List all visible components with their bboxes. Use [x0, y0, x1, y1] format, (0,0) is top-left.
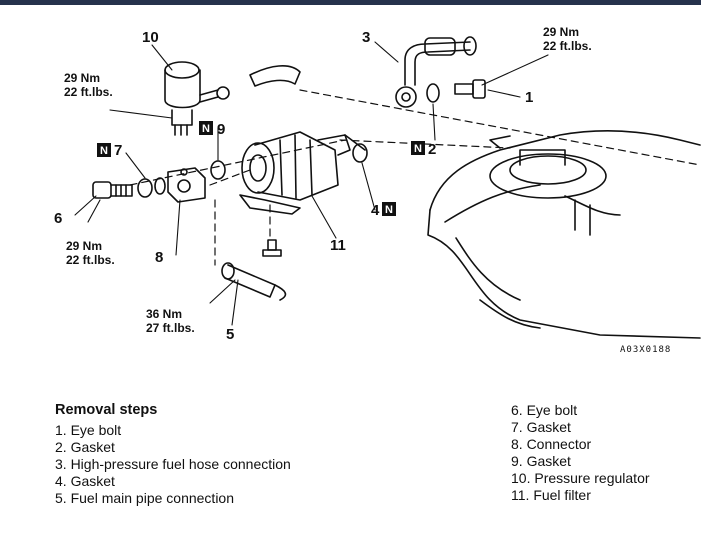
- step-item: 4. Gasket: [55, 473, 115, 489]
- n-marker: N: [414, 143, 422, 155]
- connector-8: [167, 167, 206, 203]
- removal-steps-left: Removal steps 1. Eye bolt 2. Gasket 3. H…: [55, 402, 291, 507]
- step-item: 11. Fuel filter: [511, 487, 591, 503]
- removal-steps-right: 6. Eye bolt 7. Gasket 8. Connector 9. Ga…: [511, 402, 650, 504]
- fuel-tank: [427, 130, 701, 339]
- n-marker: N: [202, 123, 210, 135]
- callout-numbers: 1 2 3 4 5 6 7 8 9 10 11: [54, 29, 533, 343]
- pressure-regulator: [164, 61, 301, 136]
- leader-lines: [74, 41, 549, 326]
- n-marker: N: [385, 204, 393, 216]
- torque-ftlb-1: 22 ft.lbs.: [543, 39, 592, 53]
- fuel-filter: [239, 131, 366, 215]
- callout-2: 2: [428, 141, 436, 158]
- callout-11: 11: [330, 237, 346, 254]
- torque-nm-5: 36 Nm: [146, 307, 182, 321]
- step-item: 2. Gasket: [55, 439, 115, 455]
- step-item: 6. Eye bolt: [511, 402, 578, 418]
- gasket-2: [426, 83, 440, 103]
- eye-bolt-6: [92, 181, 133, 199]
- step-item: 9. Gasket: [511, 453, 571, 469]
- callout-1: 1: [525, 89, 533, 106]
- torque-nm-10: 29 Nm: [64, 71, 100, 85]
- step-item: 7. Gasket: [511, 419, 571, 435]
- torque-nm-6: 29 Nm: [66, 239, 102, 253]
- step-item: 5. Fuel main pipe connection: [55, 490, 234, 506]
- callout-5: 5: [226, 326, 234, 343]
- top-border-bar: [0, 0, 701, 5]
- n-marker-group: N N N N: [97, 121, 425, 216]
- torque-ftlb-5: 27 ft.lbs.: [146, 321, 195, 335]
- callout-6: 6: [54, 210, 62, 227]
- assembly-dashed-lines: [129, 89, 701, 266]
- eye-bolt-1: [454, 79, 486, 99]
- torque-nm-1: 29 Nm: [543, 25, 579, 39]
- removal-steps-title: Removal steps: [55, 402, 158, 418]
- callout-10: 10: [142, 29, 159, 46]
- n-marker: N: [100, 145, 108, 157]
- mounting-bolt: [262, 239, 282, 257]
- step-item: 8. Connector: [511, 436, 592, 452]
- callout-7: 7: [114, 142, 122, 159]
- exploded-diagram: N N N N 1 2 3 4 5 6 7 8 9 10 11 29 Nm 22…: [54, 25, 701, 355]
- callout-8: 8: [155, 249, 163, 266]
- step-item: 10. Pressure regulator: [511, 470, 650, 486]
- callout-3: 3: [362, 29, 370, 46]
- torque-specs: 29 Nm 22 ft.lbs. 29 Nm 22 ft.lbs. 29 Nm …: [64, 25, 592, 335]
- figure-code: A03X0188: [620, 345, 671, 355]
- torque-ftlb-6: 22 ft.lbs.: [66, 253, 115, 267]
- step-item: 3. High-pressure fuel hose connection: [55, 456, 291, 472]
- callout-4: 4: [371, 202, 380, 219]
- gasket-small: [154, 177, 166, 195]
- fuel-main-pipe: [221, 262, 287, 301]
- torque-ftlb-10: 22 ft.lbs.: [64, 85, 113, 99]
- high-pressure-hose: [395, 36, 477, 108]
- gasket-4: [352, 143, 368, 163]
- gasket-7: [137, 178, 153, 198]
- callout-9: 9: [217, 121, 225, 138]
- step-item: 1. Eye bolt: [55, 422, 122, 438]
- gasket-9: [210, 160, 226, 180]
